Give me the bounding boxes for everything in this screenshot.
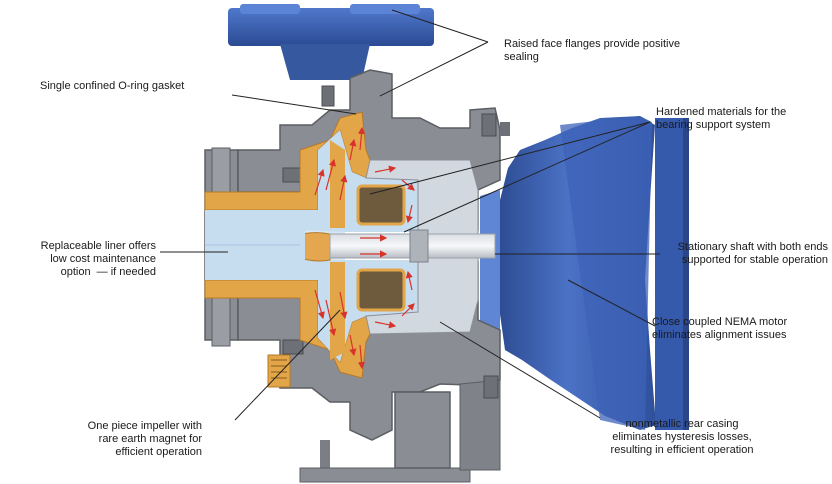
callout-nema-motor: Close coupled NEMA motor eliminates alig…: [652, 316, 788, 341]
impeller-magnet: [330, 140, 406, 360]
orange-liner: [204, 111, 433, 388]
discharge-flange: [228, 4, 434, 80]
callout-one-piece-impeller: One piece impeller with rare earth magne…: [87, 420, 202, 458]
suction-bore: [205, 210, 305, 280]
callout-oring-gasket: Single confined O-ring gasket: [40, 80, 185, 92]
callout-nonmetallic-rear-casing: nonmetallic rear casing eliminates hyste…: [610, 418, 754, 456]
leader-lines: [160, 9, 660, 421]
callout-raised-face-flanges: Raised face flanges provide positive sea…: [504, 38, 681, 63]
nema-motor: [480, 116, 689, 430]
stationary-shaft: [279, 229, 496, 263]
flow-arrows: [314, 126, 415, 370]
callout-stationary-shaft: Stationary shaft with both ends supporte…: [677, 241, 828, 266]
callout-hardened-materials: Hardened materials for the bearing suppo…: [656, 106, 787, 131]
callout-replaceable-liner: Replaceable liner offers low cost mainte…: [40, 240, 156, 278]
